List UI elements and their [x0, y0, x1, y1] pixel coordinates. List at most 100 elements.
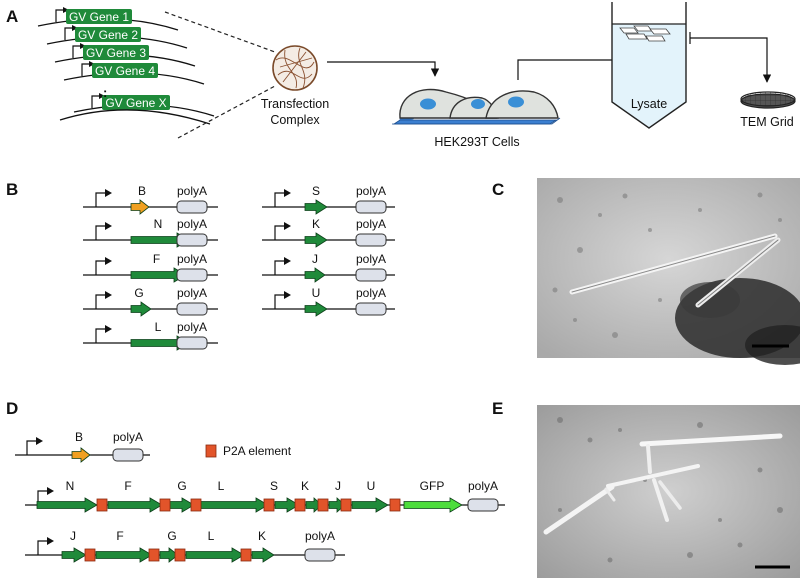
- gene-arrow-icon: [95, 547, 153, 563]
- gv-gene-label: GV Gene 1: [69, 10, 129, 24]
- polya-box-icon: [176, 336, 208, 350]
- gene-arrow-icon: [351, 497, 389, 513]
- p2a-element-icon: [84, 548, 96, 562]
- promoter-arrow-icon: [274, 225, 286, 240]
- gene-label: J: [335, 479, 341, 493]
- gene-label: S: [270, 479, 278, 493]
- gene-arrow-icon: [200, 497, 269, 513]
- nucleus-icon: [471, 99, 485, 109]
- p2a-element-icon: [389, 498, 401, 512]
- polya-label: polyA: [177, 217, 207, 231]
- p2a-element-icon: [205, 444, 217, 458]
- polya-label: polyA: [356, 217, 386, 231]
- polya-label: polyA: [113, 430, 143, 444]
- polya-box-icon: [467, 498, 499, 512]
- gv-gene-label: GV Gene 3: [86, 46, 146, 60]
- polya-label: polyA: [356, 252, 386, 266]
- gene-arrow-icon: [274, 497, 300, 513]
- plasmid-stack: GV Gene 1 GV Gene 2 GV Gene 3 GV Gene 4 GV G…: [37, 7, 215, 125]
- gene-label: J: [312, 252, 318, 266]
- gene-label: L: [208, 529, 215, 543]
- polya-label: polyA: [177, 286, 207, 300]
- p2a-element-icon: [317, 498, 329, 512]
- gene-label: B: [138, 184, 146, 198]
- polya-label: polyA: [177, 320, 207, 334]
- tem-label: TEM Grid: [740, 115, 794, 129]
- arrow-to-lysate: [517, 55, 629, 80]
- nucleus-icon: [420, 98, 436, 110]
- gene-label: G: [134, 286, 143, 300]
- polya-box-icon: [176, 200, 208, 214]
- promoter-arrow-icon: [91, 95, 100, 108]
- polya-box-icon: [355, 302, 387, 316]
- promoter-arrow-icon: [95, 328, 107, 343]
- promoter-arrow-icon: [55, 9, 64, 22]
- polya-box-icon: [176, 268, 208, 282]
- gene-label: F: [116, 529, 123, 543]
- gene-label: G: [167, 529, 176, 543]
- panel-label-c: C: [492, 180, 504, 199]
- gene-arrow-icon: [304, 301, 328, 317]
- promoter-arrow-icon: [95, 294, 107, 309]
- gene-label: G: [177, 479, 186, 493]
- p2a-element-icon: [294, 498, 306, 512]
- transfection-label-2: Complex: [270, 113, 320, 127]
- arrow-to-cells: [327, 61, 440, 77]
- cells-label: HEK293T Cells: [434, 135, 519, 149]
- gene-arrow-icon: [304, 232, 328, 248]
- polya-label: polyA: [356, 184, 386, 198]
- transfection-complex-icon: [272, 45, 318, 91]
- p2a-element-icon: [340, 498, 352, 512]
- gene-label: U: [312, 286, 321, 300]
- gv-gene-label: GV Gene 2: [78, 28, 138, 42]
- gene-label: B: [75, 430, 83, 444]
- gene-label: K: [258, 529, 266, 543]
- promoter-arrow-icon: [37, 490, 49, 505]
- gene-label: K: [312, 217, 320, 231]
- polya-box-icon: [112, 448, 144, 462]
- gv-gene-box: [75, 27, 141, 42]
- dashed-line-top: [164, 11, 276, 53]
- gene-arrow-icon: [36, 497, 98, 513]
- p2a-element-icon: [263, 498, 275, 512]
- panel-label-d: D: [6, 399, 18, 418]
- gene-label: N: [154, 217, 163, 231]
- gv-gene-box: [102, 95, 170, 110]
- gene-arrow-icon: [130, 199, 150, 215]
- promoter-arrow-icon: [64, 27, 73, 40]
- p2a-element-icon: [159, 498, 171, 512]
- gene-arrow-icon: [159, 547, 179, 563]
- lysate-tube-icon: [611, 2, 687, 129]
- transfection-label-1: Transfection: [261, 97, 329, 111]
- gene-label: F: [124, 479, 131, 493]
- gene-arrow-icon: [71, 447, 91, 463]
- gene-arrow-icon: [185, 547, 245, 563]
- plasmid-backbone: [59, 109, 211, 125]
- promoter-arrow-icon: [81, 63, 90, 76]
- gene-label: F: [153, 252, 160, 266]
- em-image-c: [537, 178, 800, 365]
- polya-box-icon: [355, 200, 387, 214]
- promoter-arrow-icon: [274, 192, 286, 207]
- p2a-element-icon: [148, 548, 160, 562]
- polya-label: polyA: [356, 286, 386, 300]
- gv-gene-box: [66, 9, 132, 24]
- gene-arrow-icon: [169, 497, 195, 513]
- nucleus-icon: [508, 96, 524, 108]
- p2a-element-icon: [240, 548, 252, 562]
- gv-gene-box: [83, 45, 149, 60]
- gene-label: K: [301, 479, 309, 493]
- promoter-arrow-icon: [37, 540, 49, 555]
- promoter-arrow-icon: [274, 294, 286, 309]
- promoter-arrow-icon: [95, 192, 107, 207]
- polya-box-icon: [176, 233, 208, 247]
- gene-arrow-icon: [251, 547, 275, 563]
- dashed-line-bottom: [177, 85, 276, 139]
- gv-gene-label: GV Gene 4: [95, 64, 155, 78]
- gene-label: J: [70, 529, 76, 543]
- gv-gene-label: GV Gene X: [105, 96, 166, 110]
- polya-label: polyA: [177, 252, 207, 266]
- polya-label: polyA: [305, 529, 335, 543]
- tem-grid-icon: [740, 91, 796, 109]
